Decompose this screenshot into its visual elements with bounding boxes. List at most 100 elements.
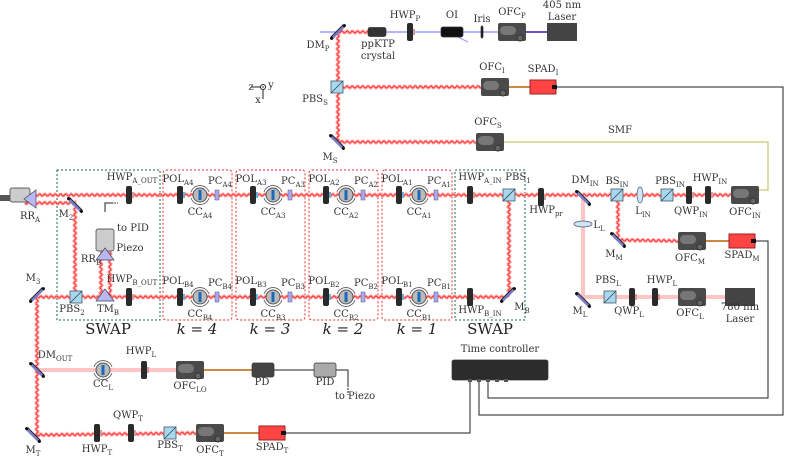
label-subscript: I — [502, 67, 505, 75]
time-controller — [451, 359, 549, 381]
phase-compensator-b1 — [433, 291, 439, 303]
beam-rr-a-return — [24, 201, 77, 298]
mirror-m-m — [610, 232, 626, 248]
corner-cube-a1 — [409, 185, 429, 205]
label-main: OFC — [474, 117, 497, 128]
label-subscript: B4 — [222, 283, 232, 291]
label-cc_a4: CCA4 — [188, 207, 213, 220]
label-main: OFC — [675, 253, 698, 264]
hwp-a-out — [126, 186, 134, 204]
time-controller-port — [504, 379, 508, 382]
label-subscript: L — [616, 280, 621, 288]
label-main: crystal — [361, 51, 395, 62]
label-rr_a: RRA — [20, 211, 41, 224]
label-main: 405 nm — [543, 0, 582, 11]
label-l405a: 405 nm — [543, 0, 582, 11]
beam-path-a — [19, 193, 746, 197]
label-subscript: T — [178, 445, 183, 453]
dichroic-mirror-dm-in — [575, 190, 591, 206]
label-qwp_in: QWPIN — [674, 206, 708, 219]
pbs-in — [660, 188, 674, 202]
corner-cube-a4 — [190, 185, 210, 205]
polarizer-a2 — [323, 186, 331, 204]
label-main: L — [593, 220, 600, 231]
label-cc_b2: CCB2 — [334, 309, 359, 322]
corner-cube-cc-l — [93, 360, 113, 380]
label-main: HWP — [458, 305, 484, 316]
beam-idler — [337, 85, 486, 89]
label-bs_in: BSIN — [605, 176, 628, 189]
label-main: z — [248, 82, 253, 93]
label-main: CC — [407, 309, 423, 320]
label-pid: PID — [316, 377, 335, 388]
label-subscript: L — [699, 313, 704, 321]
label-main: CC — [188, 309, 204, 320]
label-main: QWP — [113, 410, 138, 421]
label-subscript: IN — [642, 211, 651, 219]
label-main: PC — [281, 176, 296, 187]
label-main: POL — [308, 174, 330, 185]
label-main: M — [26, 445, 36, 456]
label-subscript: A4 — [202, 212, 213, 220]
label-subscript: P — [521, 12, 526, 20]
label-l405b: Laser — [548, 12, 577, 23]
corner-cube-b4 — [190, 287, 210, 307]
dichroic-mirror-dm-out — [29, 362, 45, 378]
ofc-p — [498, 23, 526, 42]
label-subscript: IN — [699, 211, 708, 219]
label-main: PC — [427, 278, 442, 289]
label-main: PC — [354, 278, 369, 289]
label-hwp_in: HWPIN — [693, 173, 728, 186]
ofc-s — [476, 133, 504, 152]
beam-pbs1-vertical — [507, 194, 511, 298]
label-main: PBS — [655, 176, 676, 187]
label-m_b: MB — [514, 302, 529, 315]
label-ax_x: x — [255, 95, 261, 106]
label-main: PC — [208, 278, 223, 289]
lens-l-l — [573, 220, 593, 228]
cable-pid — [335, 369, 349, 385]
beam-signal — [337, 140, 481, 144]
label-subscript: B3 — [257, 281, 267, 289]
swap-label-left: SWAP — [85, 320, 131, 338]
label-pc_a3: PCA3 — [281, 176, 305, 189]
cable-spad-t — [282, 380, 471, 434]
label-pc_b3: PCB3 — [281, 278, 305, 291]
label-subscript: A1 — [440, 181, 451, 189]
label-main: PBS — [595, 275, 616, 286]
pbs-1 — [502, 188, 516, 202]
label-l780a: 780 nm — [721, 302, 760, 313]
k1-box — [381, 169, 453, 321]
label-main: TM — [97, 304, 114, 315]
label-main: PD — [255, 377, 270, 388]
label-main: HWP — [107, 274, 133, 285]
mirror-m3 — [29, 287, 45, 303]
label-smf: SMF — [608, 125, 632, 136]
label-hwp_bout: HWPB_OUT — [107, 274, 158, 287]
label-subscript: B — [96, 259, 101, 267]
label-main: HWP — [82, 444, 108, 455]
phase-compensator-b2 — [360, 291, 366, 303]
label-main: Laser — [548, 12, 577, 23]
label-main: HWP — [107, 172, 133, 183]
label-main: RR — [81, 254, 97, 265]
label-main: BS — [605, 176, 619, 187]
polarizer-b3 — [250, 288, 258, 306]
label-ofc_in: OFCIN — [729, 207, 761, 220]
dichroic-mirror-dm-p — [330, 24, 346, 40]
label-main: SPAD — [256, 442, 284, 453]
label-subscript: B2 — [368, 283, 378, 291]
label-subscript: A3 — [256, 179, 267, 187]
label-pbs_s: PBSS — [302, 94, 328, 107]
k2-label: k = 2 — [323, 320, 364, 338]
beam-output — [35, 296, 201, 437]
ofc-i — [481, 78, 509, 97]
label-subscript: T — [284, 447, 289, 455]
label-main: QWP — [614, 306, 639, 317]
label-main: HWP — [126, 346, 152, 357]
label-m_l: ML — [573, 306, 588, 319]
label-main: POL — [162, 174, 184, 185]
phase-compensator-b4 — [214, 291, 220, 303]
phase-compensator-a1 — [433, 189, 439, 201]
